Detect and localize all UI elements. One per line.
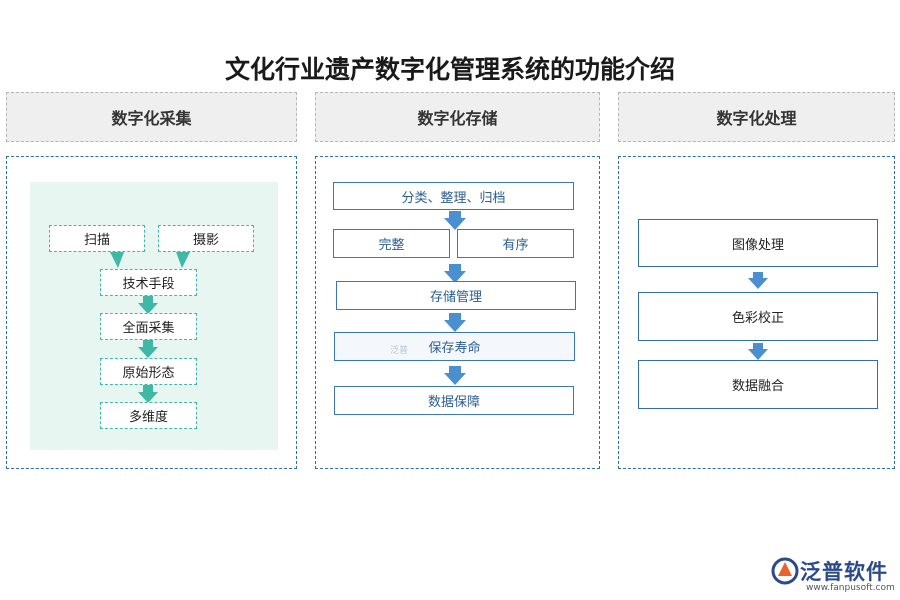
fanpu-logo-icon bbox=[771, 557, 799, 585]
arrow-original-to-multi bbox=[138, 385, 158, 403]
column-box-storage bbox=[315, 156, 600, 469]
arrow-classify-split bbox=[444, 211, 466, 230]
column-box-collection bbox=[6, 156, 297, 469]
node-image-processing: 图像处理 bbox=[638, 219, 878, 267]
logo-name: 泛普软件 bbox=[800, 560, 888, 584]
node-complete: 完整 bbox=[333, 229, 450, 258]
arrow-to-storage-mgmt bbox=[444, 264, 466, 283]
node-scan: 扫描 bbox=[49, 225, 145, 252]
node-classify: 分类、整理、归档 bbox=[333, 182, 574, 210]
node-lifespan: 保存寿命 bbox=[334, 332, 575, 361]
node-photography: 摄影 bbox=[158, 225, 254, 252]
node-multi-dimension: 多维度 bbox=[100, 402, 197, 429]
arrow-to-data-fusion bbox=[748, 343, 768, 360]
page-title: 文化行业遗产数字化管理系统的功能介绍 bbox=[224, 55, 675, 84]
column-header-collection: 数字化采集 bbox=[6, 92, 297, 142]
logo-url: www.fanpusoft.com bbox=[806, 583, 895, 593]
arrow-to-data-guarantee bbox=[444, 366, 466, 385]
node-full-collection: 全面采集 bbox=[100, 313, 197, 340]
node-original-form: 原始形态 bbox=[100, 358, 197, 385]
node-data-fusion: 数据融合 bbox=[638, 360, 878, 409]
node-data-guarantee: 数据保障 bbox=[334, 386, 574, 415]
column-box-processing bbox=[618, 156, 895, 469]
arrow-to-lifespan bbox=[444, 313, 466, 332]
arrow-to-color-correction bbox=[748, 272, 768, 289]
column-header-storage: 数字化存储 bbox=[315, 92, 600, 142]
arrow-photo-to-technique bbox=[176, 252, 190, 268]
node-storage-mgmt: 存储管理 bbox=[336, 281, 576, 310]
node-color-correction: 色彩校正 bbox=[638, 292, 878, 341]
arrow-full-to-original bbox=[138, 340, 158, 358]
arrow-scan-to-technique bbox=[110, 252, 124, 268]
node-ordered: 有序 bbox=[457, 229, 574, 258]
column-header-processing: 数字化处理 bbox=[618, 92, 895, 142]
arrow-technique-to-full bbox=[138, 296, 158, 314]
watermark: 泛普 bbox=[390, 346, 409, 356]
node-technique: 技术手段 bbox=[100, 269, 197, 296]
